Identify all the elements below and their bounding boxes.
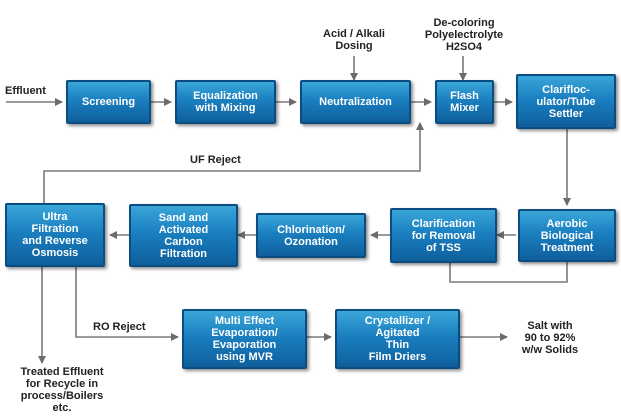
box-neutralization: Neutralization: [300, 80, 411, 124]
box-flash-mixer: Flash Mixer: [435, 80, 494, 124]
arrow-uf-reject: [43, 122, 424, 205]
arrow-ro-reject: [75, 267, 179, 341]
box-ultra-filtration: Ultra Filtration and Reverse Osmosis: [5, 203, 105, 267]
box-equalization: Equalization with Mixing: [175, 80, 276, 124]
box-crystallizer: Crystallizer / Agitated Thin Film Driers: [335, 309, 460, 369]
label-treated-effluent: Treated Effluent for Recycle in process/…: [20, 366, 104, 414]
label-salt: Salt with 90 to 92% w/w Solids: [521, 320, 579, 356]
label-acid-alkali-dosing: Acid / Alkali Dosing: [323, 28, 385, 52]
label-uf-reject: UF Reject: [190, 154, 241, 166]
box-multi-effect: Multi Effect Evaporation/ Evaporation us…: [182, 309, 307, 369]
box-clarifloc: Clarifloc- ulator/Tube Settler: [516, 74, 616, 129]
box-sand-carbon: Sand and Activated Carbon Filtration: [129, 204, 238, 267]
label-ro-reject: RO Reject: [93, 321, 146, 333]
box-clarification: Clarification for Removal of TSS: [390, 208, 497, 263]
box-chlorination: Chlorination/ Ozonation: [256, 213, 366, 258]
label-effluent: Effluent: [5, 85, 46, 97]
line-aerobic-clarification-bottom: [449, 262, 568, 283]
label-decoloring: De-coloring Polyelectrolyte H2SO4: [424, 17, 504, 53]
box-screening: Screening: [66, 80, 151, 124]
box-aerobic: Aerobic Biological Treatment: [518, 209, 616, 262]
